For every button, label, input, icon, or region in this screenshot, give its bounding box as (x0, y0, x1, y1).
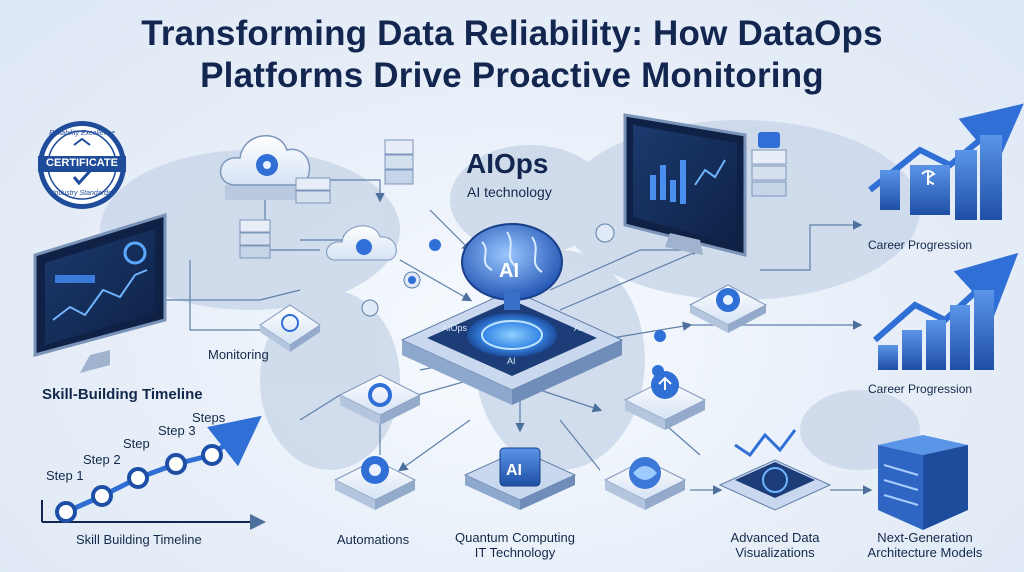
advanced-viz-label-line-1: Advanced Data (730, 530, 820, 545)
timeline-steps-label: Steps (192, 410, 226, 425)
badge-top-text: Reliability Excellence (49, 130, 115, 137)
cloud-gear-icon (219, 135, 315, 200)
nextgen-label-line-1: Next-Generation (877, 530, 973, 545)
data-swirl-node (603, 457, 687, 510)
gear-node (688, 284, 768, 333)
nextgen-label-line-2: Architecture Models (867, 545, 983, 560)
aiops-subheading: AI technology (467, 184, 552, 200)
timeline-footer: Skill Building Timeline (76, 532, 202, 547)
cloud-gear-icon (326, 225, 397, 261)
bar-chart-icon (718, 429, 832, 511)
chip-icon (463, 447, 577, 510)
career-progression-top-label: Career Progression (868, 238, 973, 252)
career-progression-bottom-label: Career Progression (868, 382, 973, 396)
platform-left-label: AIOps (442, 323, 468, 333)
brain-label: AI (499, 260, 519, 282)
automations-label: Automations (336, 532, 410, 547)
platform-right-label: AI (574, 323, 583, 333)
badge-bottom-text: Industry Standards (52, 190, 112, 197)
badge-center-text: CERTIFICATE (46, 157, 118, 169)
monitoring-node (259, 304, 321, 352)
server-tower-icon (878, 435, 968, 530)
timeline-step-2: Step 2 (83, 452, 121, 467)
monitor-dashboard-icon (33, 212, 167, 373)
timeline-heading: Skill-Building Timeline (42, 386, 203, 403)
page-title-line-2: Platforms Drive Proactive Monitoring (200, 56, 824, 95)
platform-front-label: AI (507, 356, 516, 366)
gear-icon (361, 223, 666, 377)
quantum-label-line-2: IT Technology (474, 545, 556, 560)
skill-timeline-graphic (41, 415, 266, 530)
advanced-viz-label-line-2: Visualizations (735, 545, 815, 560)
timeline-step-1: Step 1 (46, 468, 84, 483)
automation-node (338, 374, 422, 425)
aiops-heading: AIOps (466, 148, 549, 179)
gear-node (623, 371, 707, 430)
certificate-badge (38, 121, 126, 209)
page-title-line-1: Transforming Data Reliability: How DataO… (141, 14, 883, 53)
quantum-label-line-1: Quantum Computing (455, 530, 575, 545)
server-stack-icon (239, 132, 787, 259)
timeline-step-unnumbered: Step (123, 436, 150, 451)
dollar-icon (921, 170, 936, 185)
career-progression-bottom-chart (873, 252, 1019, 370)
chip-label: AI (506, 462, 522, 479)
brain-icon (461, 223, 563, 310)
career-progression-top-chart (868, 103, 1024, 220)
timeline-step-3: Step 3 (158, 423, 196, 438)
aiops-hub-platform (400, 289, 624, 405)
monitoring-label: Monitoring (208, 347, 269, 362)
monitor-dashboard-icon (623, 113, 747, 257)
gear-icon (333, 456, 417, 510)
